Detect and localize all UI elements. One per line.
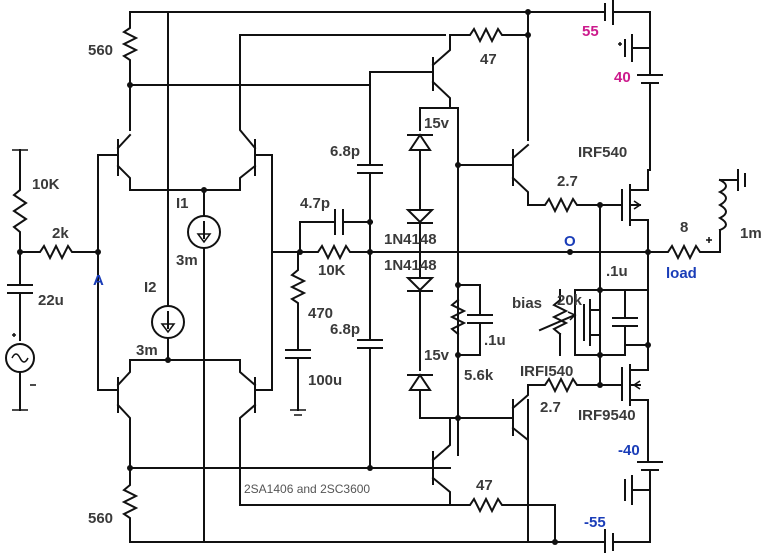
- supplies: [604, 0, 663, 553]
- input-diff-pair-top: [97, 11, 273, 543]
- label-irfi540: IRFI540: [520, 363, 573, 380]
- label-transistor-note: 2SA1406 and 2SC3600: [244, 482, 370, 496]
- label-bias: bias: [512, 295, 542, 312]
- label-supply-40: 40: [614, 69, 631, 86]
- label-zener-bottom: 15v: [424, 347, 450, 364]
- label-r560-bottom: 560: [88, 510, 113, 527]
- input-section: [5, 149, 101, 411]
- label-supply-55: 55: [582, 23, 599, 40]
- label-r470: 470: [308, 305, 333, 322]
- label-i2: I2: [144, 279, 157, 296]
- label-node-o: O: [564, 233, 576, 250]
- input-diff-pair-bottom: [97, 11, 451, 543]
- label-c4p7: 4.7p: [300, 195, 330, 212]
- label-pot-20k: 20k: [557, 292, 583, 309]
- label-node-a: A: [93, 272, 104, 289]
- label-c1u-driver: .1u: [484, 332, 506, 349]
- label-zener-top: 15v: [424, 115, 450, 132]
- label-supply-minus-40: -40: [618, 442, 640, 459]
- label-r2p7-bottom: 2.7: [540, 399, 561, 416]
- label-r2k: 2k: [52, 225, 69, 242]
- rails: [129, 11, 661, 543]
- label-c1u-bias: .1u: [606, 263, 628, 280]
- output-drivers: [457, 34, 651, 543]
- label-irf9540: IRF9540: [578, 407, 636, 424]
- labels: 560 560 10K 2k 22u A I1 3m I2 3m 6.8p 6.…: [32, 23, 762, 531]
- label-i2-value: 3m: [136, 342, 158, 359]
- driver-stage: [369, 9, 558, 545]
- label-c6p8-bottom: 6.8p: [330, 321, 360, 338]
- label-r8: 8: [680, 219, 688, 236]
- label-c6p8-top: 6.8p: [330, 143, 360, 160]
- label-r560-top: 560: [88, 42, 113, 59]
- label-load: load: [666, 265, 697, 282]
- feedback-network: [239, 34, 446, 471]
- label-c22u: 22u: [38, 292, 64, 309]
- label-r47-top: 47: [480, 51, 497, 68]
- label-inductor-1m: 1m: [740, 225, 762, 242]
- load-network: [647, 169, 746, 261]
- label-c100u: 100u: [308, 372, 342, 389]
- label-r2p7-top: 2.7: [557, 173, 578, 190]
- label-i1-value: 3m: [176, 252, 198, 269]
- label-supply-minus-55: -55: [584, 514, 606, 531]
- label-i1: I1: [176, 195, 189, 212]
- label-r10k-feedback: 10K: [318, 262, 346, 279]
- label-diode-2: 1N4148: [384, 257, 437, 274]
- label-r10k-in: 10K: [32, 176, 60, 193]
- label-diode-1: 1N4148: [384, 231, 437, 248]
- label-r47-bottom: 47: [476, 477, 493, 494]
- label-r5k6: 5.6k: [464, 367, 494, 384]
- label-irf540-top: IRF540: [578, 144, 627, 161]
